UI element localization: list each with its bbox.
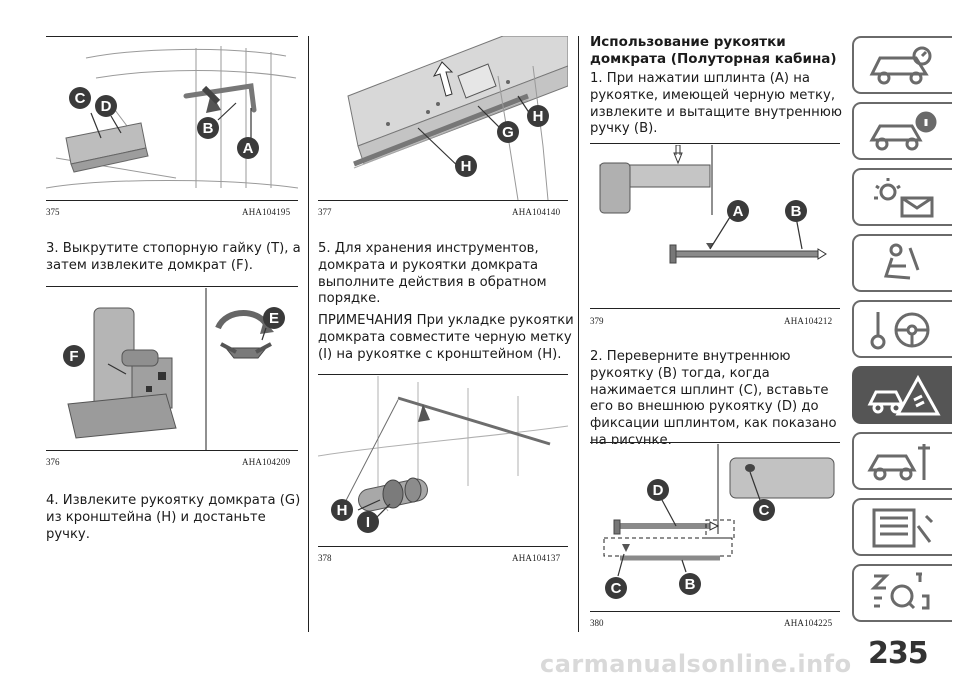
car-info-icon <box>869 111 937 151</box>
callout-h-left: H <box>454 154 478 178</box>
car-wrench-icon <box>867 444 930 481</box>
figure-378-code: AHA104137 <box>512 553 561 563</box>
callout-text: C <box>75 90 86 107</box>
figure-375-top-rule <box>46 36 298 37</box>
tab-index[interactable] <box>852 564 952 622</box>
callout-text: D <box>653 482 664 499</box>
callout-text: C <box>611 580 622 597</box>
airbag-seat-icon <box>883 243 920 280</box>
callout-text: E <box>269 310 279 327</box>
figure-376-number: 376 <box>46 457 60 467</box>
tab-safety[interactable] <box>852 234 952 292</box>
callout-text: D <box>101 98 112 115</box>
figure-379-number: 379 <box>590 316 604 326</box>
figure-377-handle-bracket: H G H <box>318 36 568 200</box>
figure-379-code: AHA104212 <box>784 316 833 326</box>
figure-376-top-rule <box>46 286 298 287</box>
figure-379-pin-press: A B <box>590 145 840 308</box>
callout-text: H <box>461 158 472 175</box>
figure-380-top-rule <box>590 442 840 443</box>
callout-text: A <box>733 203 744 220</box>
watermark: carmanualsonline.info <box>540 650 852 678</box>
callout-text: I <box>366 514 370 531</box>
step-1-text: 1. При нажатии шплинта (A) на рукоятке, … <box>590 71 842 137</box>
figure-378-number: 378 <box>318 553 332 563</box>
figure-380-code: AHA104225 <box>784 618 833 628</box>
callout-c-left: C <box>604 576 628 600</box>
callout-a: A <box>236 136 260 160</box>
specifications-list-icon <box>872 508 934 548</box>
callout-c-right: C <box>752 498 776 522</box>
figure-379-bottom-rule <box>590 308 840 309</box>
figure-377-number: 377 <box>318 207 332 217</box>
figure-375-jack-handle-tray: C D B A <box>46 38 298 200</box>
callout-text: B <box>685 576 696 593</box>
callout-b: B <box>196 116 220 140</box>
key-steering-wheel-icon <box>870 312 930 350</box>
alphabetical-index-icon <box>870 572 930 610</box>
figure-380-bottom-rule <box>590 611 840 612</box>
section-heading: Использование рукоятки домкрата (Полутор… <box>590 34 837 67</box>
tab-specifications[interactable] <box>852 498 952 556</box>
callout-b: B <box>678 572 702 596</box>
callout-b: B <box>784 199 808 223</box>
figure-376-bottle-jack: E F <box>46 288 298 450</box>
callout-text: H <box>533 108 544 125</box>
step-4-text: 4. Извлеките рукоятку домкрата (G) из кр… <box>46 493 301 542</box>
note-paragraph: ПРИМЕЧАНИЯ При укладке рукоятки домкрата… <box>318 313 574 363</box>
figure-377-bottom-rule <box>318 200 568 201</box>
step-2-text: 2. Переверните внутреннюю рукоятку (B) т… <box>590 349 837 448</box>
callout-h: H <box>330 498 354 522</box>
figure-380-number: 380 <box>590 618 604 628</box>
figure-376-code: AHA104209 <box>242 457 291 467</box>
note-text: При укладке рукоятки домкрата совместите… <box>318 313 574 362</box>
callout-text: B <box>791 203 802 220</box>
callout-g: G <box>496 120 520 144</box>
callout-i: I <box>356 510 380 534</box>
figure-378-top-rule <box>318 374 568 375</box>
tab-info[interactable] <box>852 102 952 160</box>
figure-377-code: AHA104140 <box>512 207 561 217</box>
figure-379-top-rule <box>590 143 840 144</box>
figure-376-bottom-rule <box>46 450 298 451</box>
car-dashboard-icon <box>869 46 932 85</box>
callout-h-right: H <box>526 104 550 128</box>
step-5-text: 5. Для хранения инструментов, домкрата и… <box>318 241 547 307</box>
note-label: ПРИМЕЧАНИЯ <box>318 313 413 328</box>
callout-e: E <box>262 306 286 330</box>
figure-378-black-mark-alignment: H I <box>318 376 568 546</box>
callout-text: F <box>69 348 78 365</box>
figure-375-number: 375 <box>46 207 60 217</box>
tab-dashboard[interactable] <box>852 36 952 94</box>
car-breakdown-warning-icon <box>867 374 941 416</box>
callout-text: H <box>337 502 348 519</box>
callout-text: G <box>502 124 514 141</box>
tab-starting-driving[interactable] <box>852 300 952 358</box>
figure-378-bottom-rule <box>318 546 568 547</box>
callout-d: D <box>94 94 118 118</box>
figure-380-handle-assembly: D C C B <box>590 444 840 611</box>
warning-lights-message-icon <box>874 178 934 218</box>
callout-f: F <box>62 344 86 368</box>
tab-maintenance[interactable] <box>852 432 952 490</box>
column-divider-2 <box>578 36 579 632</box>
callout-c: C <box>68 86 92 110</box>
figure-375-bottom-rule <box>46 200 298 201</box>
callout-a: A <box>726 199 750 223</box>
column-divider-1 <box>308 36 309 632</box>
callout-text: C <box>759 502 770 519</box>
page-number: 235 <box>868 636 929 671</box>
tab-warning-lights[interactable] <box>852 168 952 226</box>
figure-375-code: AHA104195 <box>242 207 291 217</box>
tab-emergency[interactable] <box>852 366 952 424</box>
callout-text: A <box>243 140 254 157</box>
callout-d: D <box>646 478 670 502</box>
step-3-text: 3. Выкрутите стопорную гайку (T), а зате… <box>46 241 301 273</box>
callout-text: B <box>203 120 214 137</box>
